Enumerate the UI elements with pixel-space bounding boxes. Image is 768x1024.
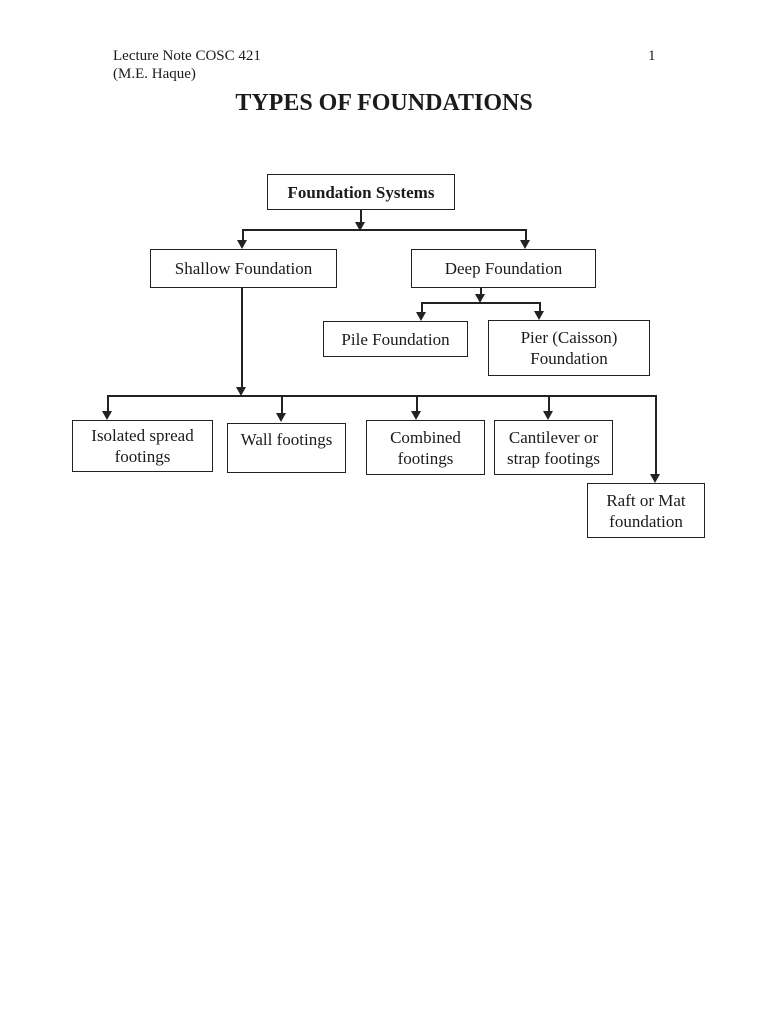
node-pile-foundation: Pile Foundation [323,321,468,357]
connector-drop-pile [421,302,423,313]
connector-drop-shallow [242,229,244,242]
connector-deep-rail [421,302,541,304]
connector-drop-pier [539,302,541,313]
arrowhead-down-icon [237,240,247,249]
connector-drop-wall [281,395,283,415]
arrowhead-down-icon [475,294,485,303]
arrowhead-down-icon [102,411,112,420]
arrowhead-down-icon [236,387,246,396]
connector-shallow-stem [241,288,243,389]
page-title: TYPES OF FOUNDATIONS [235,90,533,116]
header-course: Lecture Note COSC 421 [113,48,261,64]
node-wall-footings: Wall footings [227,423,346,473]
node-pier-caisson-foundation: Pier (Caisson) Foundation [488,320,650,376]
node-raft-mat-foundation: Raft or Mat foundation [587,483,705,538]
arrowhead-down-icon [543,411,553,420]
node-cantilever-strap-footings: Cantilever or strap footings [494,420,613,475]
connector-footings-rail [107,395,657,397]
connector-root-stem [360,210,362,224]
connector-drop-raft [655,395,657,475]
connector-drop-cantilever [548,395,550,412]
arrowhead-down-icon [416,312,426,321]
header-left: Lecture Note COSC 421 (M.E. Haque) [113,48,261,83]
node-combined-footings: Combined footings [366,420,485,475]
connector-drop-deep [525,229,527,242]
connector-drop-isolated [107,395,109,412]
arrowhead-down-icon [650,474,660,483]
page-number: 1 [648,48,656,64]
connector-drop-combined [416,395,418,412]
connector-level1-rail [242,229,527,231]
connector-deep-stem [480,288,482,296]
arrowhead-down-icon [520,240,530,249]
arrowhead-down-icon [276,413,286,422]
node-shallow-foundation: Shallow Foundation [150,249,337,288]
node-isolated-spread-footings: Isolated spread footings [72,420,213,472]
node-deep-foundation: Deep Foundation [411,249,596,288]
arrowhead-down-icon [355,222,365,231]
header-author: (M.E. Haque) [113,65,196,82]
arrowhead-down-icon [534,311,544,320]
arrowhead-down-icon [411,411,421,420]
node-foundation-systems: Foundation Systems [267,174,455,210]
